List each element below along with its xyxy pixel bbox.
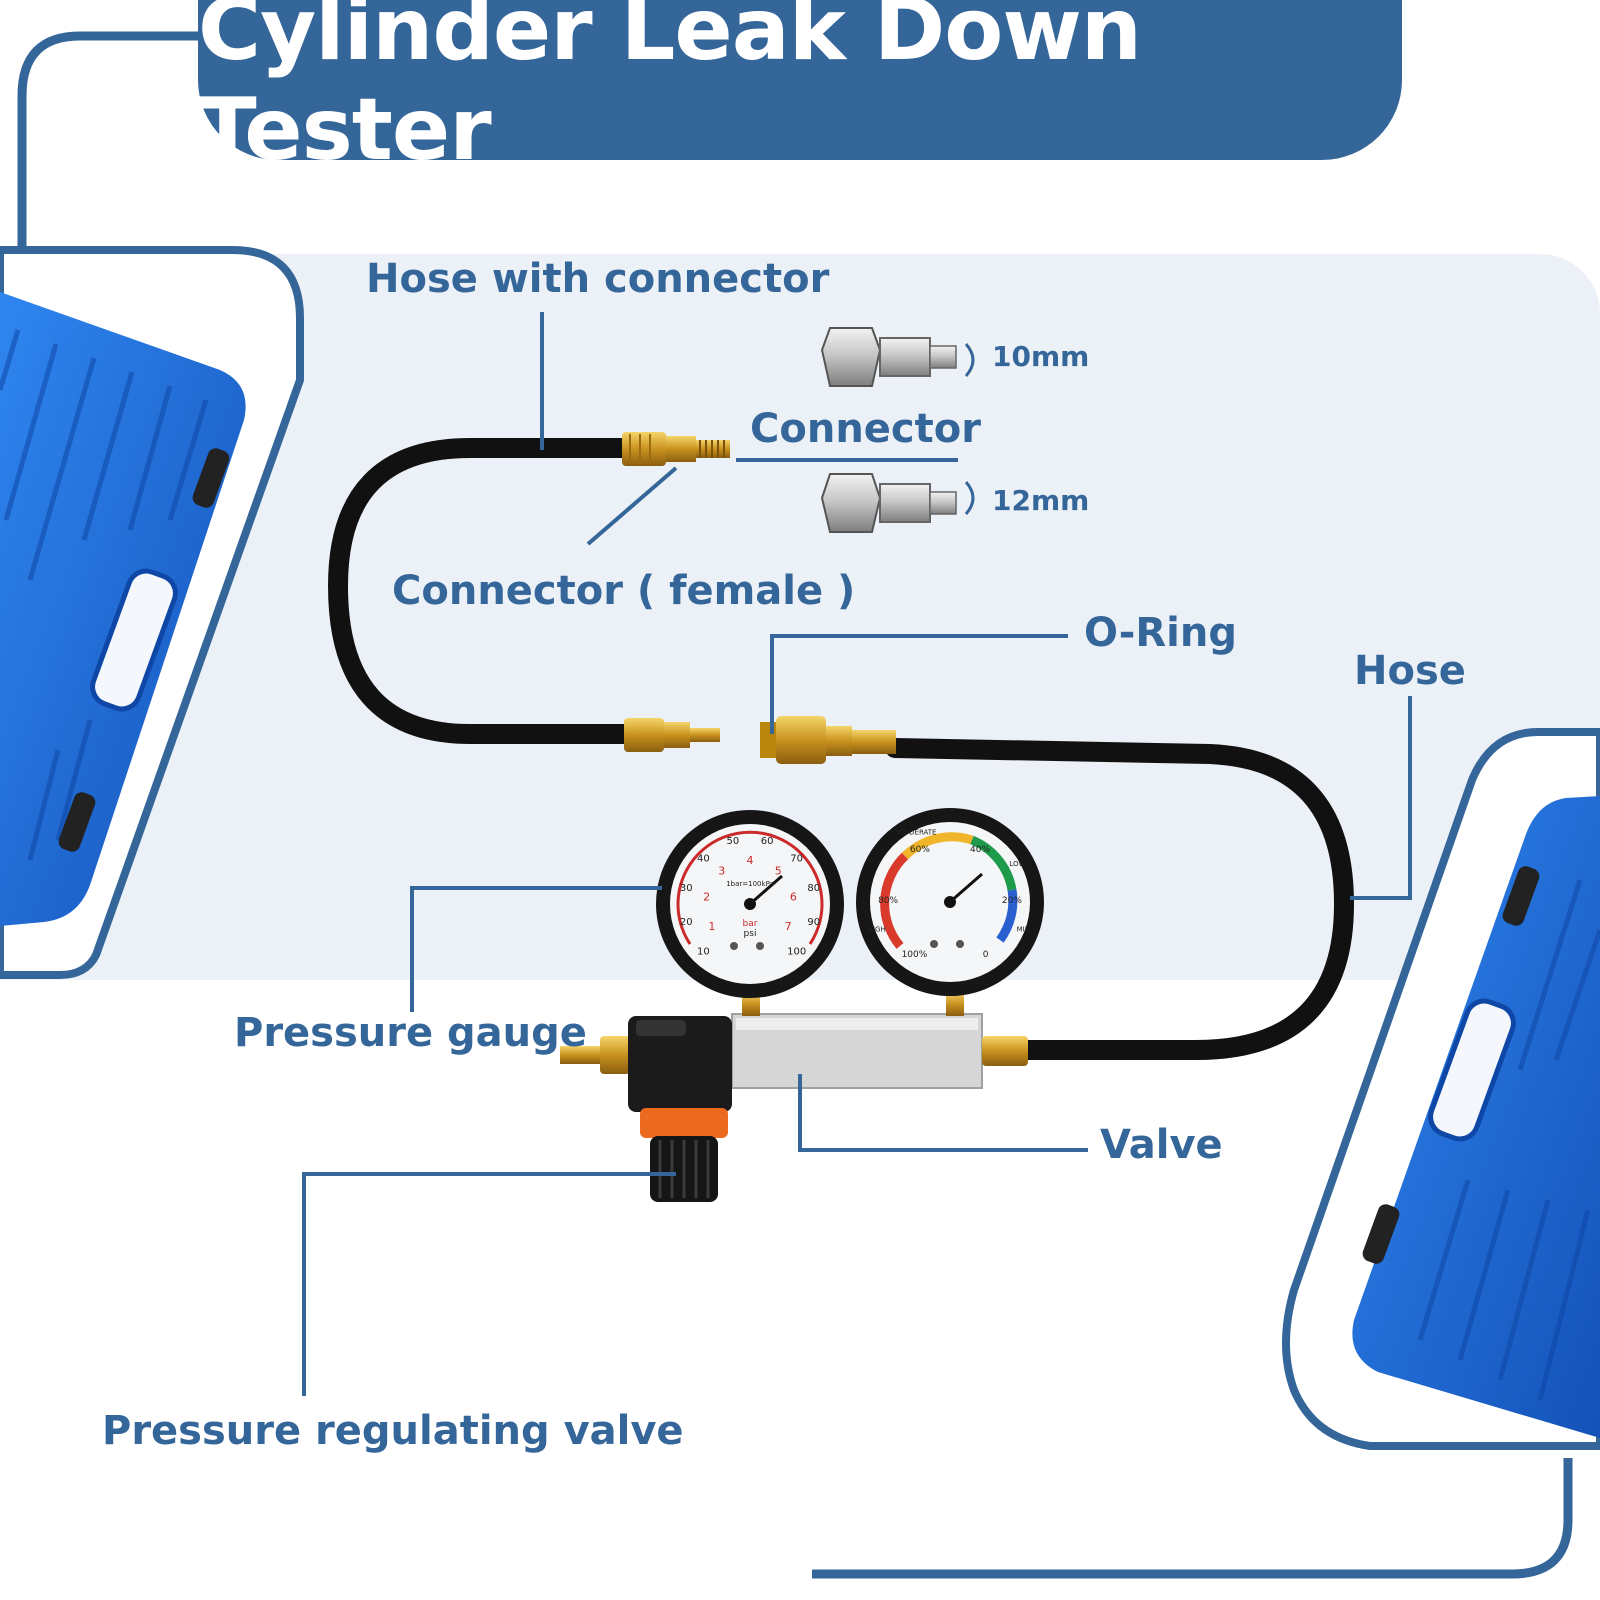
pressure-regulating-valve-image bbox=[560, 1016, 732, 1202]
gauge-unit-psi: psi bbox=[744, 929, 757, 939]
leader-pressure-gauge bbox=[410, 886, 662, 1012]
leakage-gauge-image: 100% 80% 60% 40% 20% 0 HIGH MODERATE LOW MIN bbox=[856, 808, 1044, 996]
label-12mm: 12mm bbox=[992, 484, 1090, 517]
adapter-12mm-image bbox=[820, 473, 975, 533]
zone-label: MIN bbox=[1017, 926, 1030, 934]
percent-tick-label: 20% bbox=[1002, 896, 1022, 906]
bar-tick-label: 6 bbox=[790, 890, 797, 903]
leader-connector-female bbox=[586, 466, 678, 546]
bar-tick-label: 1 bbox=[708, 920, 715, 933]
label-connector-female: Connector ( female ) bbox=[392, 568, 856, 614]
psi-tick-label: 20 bbox=[680, 917, 693, 928]
bar-tick-label: 2 bbox=[703, 890, 710, 903]
case-right-image bbox=[1282, 728, 1600, 1450]
psi-tick-label: 50 bbox=[727, 836, 740, 847]
zone-label: MODERATE bbox=[898, 828, 937, 836]
label-hose: Hose bbox=[1354, 648, 1466, 694]
psi-tick-label: 10 bbox=[697, 947, 710, 958]
label-pressure-regulating-valve: Pressure regulating valve bbox=[102, 1408, 684, 1454]
psi-tick-label: 40 bbox=[697, 853, 710, 864]
light-panel bbox=[0, 254, 1600, 980]
pressure-gauge-image: 10 20 30 40 50 60 70 80 90 100 1 23 4 56 7 1bar=100kPa b… bbox=[656, 810, 844, 998]
hose-with-connector-line bbox=[327, 438, 636, 744]
bar-tick-label: 7 bbox=[785, 920, 792, 933]
gauge-unit-note: 1bar=100kPa bbox=[726, 880, 774, 888]
label-connector: Connector bbox=[750, 406, 981, 452]
hose-line bbox=[885, 738, 1355, 1060]
frame-line-bottom-right bbox=[812, 1458, 1573, 1579]
zone-label: HIGH bbox=[868, 926, 886, 934]
label-valve: Valve bbox=[1100, 1122, 1223, 1168]
psi-tick-label: 60 bbox=[761, 836, 774, 847]
adapter-10mm-image bbox=[820, 327, 975, 387]
psi-tick-label: 90 bbox=[807, 917, 820, 928]
label-o-ring: O-Ring bbox=[1084, 610, 1237, 656]
gauge-unit-bar: bar bbox=[743, 919, 758, 929]
percent-tick-label: 100% bbox=[902, 950, 928, 960]
frame-line-top-left bbox=[17, 31, 200, 252]
percent-tick-label: 80% bbox=[878, 896, 898, 906]
bar-tick-label: 5 bbox=[775, 864, 782, 877]
leader-pressure-regulating-valve bbox=[302, 1172, 676, 1396]
label-10mm: 10mm bbox=[992, 340, 1090, 373]
percent-tick-label: 40% bbox=[970, 845, 990, 855]
quick-plug-fitting bbox=[624, 718, 720, 752]
page-title: Cylinder Leak Down Tester bbox=[198, 0, 1142, 180]
title-banner: Cylinder Leak Down Tester bbox=[198, 0, 1402, 180]
label-pressure-gauge: Pressure gauge bbox=[234, 1010, 587, 1056]
connector-female-fitting bbox=[622, 432, 730, 466]
psi-tick-label: 70 bbox=[790, 853, 803, 864]
bar-tick-label: 4 bbox=[747, 854, 754, 867]
psi-tick-label: 80 bbox=[807, 883, 820, 894]
zone-label: LOW bbox=[1010, 860, 1026, 868]
psi-tick-label: 30 bbox=[680, 883, 693, 894]
leader-valve bbox=[798, 1074, 1088, 1152]
o-ring-coupler-fitting bbox=[760, 716, 896, 764]
leader-hose bbox=[1350, 696, 1412, 900]
bar-tick-label: 3 bbox=[718, 864, 725, 877]
psi-tick-label: 100 bbox=[787, 947, 806, 958]
percent-tick-label: 60% bbox=[910, 845, 930, 855]
label-hose-with-connector: Hose with connector bbox=[366, 256, 830, 302]
percent-tick-label: 0 bbox=[983, 950, 989, 960]
case-left-image bbox=[0, 246, 304, 979]
leader-o-ring bbox=[770, 634, 1068, 734]
